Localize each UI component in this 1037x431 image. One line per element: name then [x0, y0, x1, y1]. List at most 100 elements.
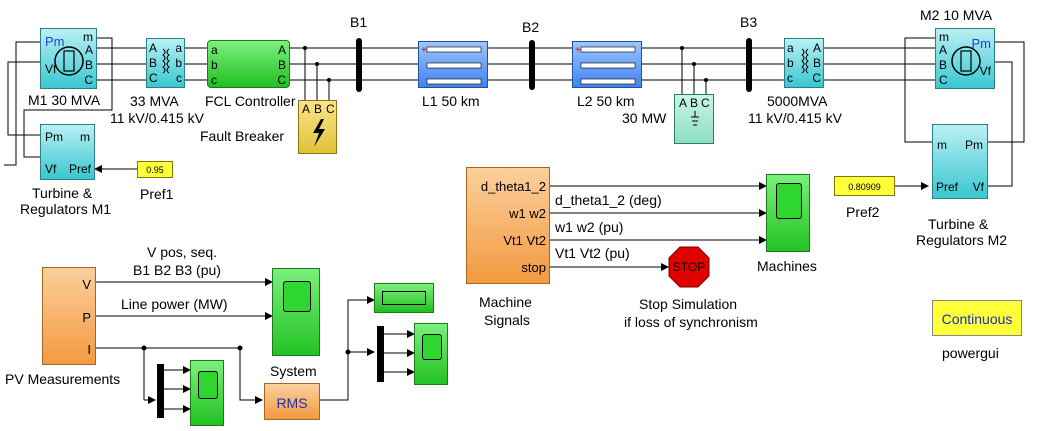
system-scope-label: System — [270, 363, 317, 379]
t1-port-b-out: b — [175, 56, 182, 70]
stop-sign-icon — [668, 246, 710, 288]
rms-display[interactable] — [374, 283, 434, 313]
m1-pm-port: Pm — [45, 34, 65, 49]
stop-block[interactable]: STOP — [668, 246, 710, 288]
machines-scope[interactable] — [766, 174, 810, 252]
m1-b-port: B — [84, 58, 93, 72]
tr2-pref-port: Pref — [936, 180, 959, 194]
generator-icon — [54, 46, 84, 76]
transformer-t2-voltage: 11 kV/0.415 kV — [748, 110, 842, 126]
load-port-b: B — [690, 96, 699, 110]
pref2-constant[interactable]: 0.80909 — [834, 176, 895, 196]
system-scope[interactable] — [272, 268, 320, 356]
bus-b2-label: B2 — [522, 19, 540, 35]
machine-signals-label-line1: Machine — [479, 294, 532, 310]
load-label: 30 MW — [622, 110, 667, 126]
svg-text:+: + — [421, 45, 427, 56]
turbine-m2-label-line1: Turbine & — [928, 216, 989, 232]
signal-label-vt: Vt1 Vt2 (pu) — [555, 245, 630, 261]
machine-m1[interactable]: Pm m A B C Vf — [40, 28, 97, 89]
m2-m-port: m — [939, 30, 949, 44]
load-port-c: C — [701, 96, 710, 110]
rms-scope[interactable] — [414, 323, 448, 385]
transformer-t1[interactable]: A B C a b c — [146, 38, 185, 88]
rms-label: RMS — [276, 395, 308, 411]
transformer-t2[interactable]: a b c A B C — [784, 38, 824, 88]
machine-signals-block[interactable]: d_theta1_2 w1 w2 Vt1 Vt2 stop — [466, 167, 550, 284]
pv-label-v2: B1 B2 B3 (pu) — [133, 262, 221, 278]
pref1-constant[interactable]: 0.95 — [137, 161, 173, 178]
turbine-regulators-m2[interactable]: m Pm Pref Vf — [932, 124, 988, 199]
load-30mw[interactable]: A B C — [674, 94, 714, 144]
tr1-m-port: m — [80, 130, 90, 144]
transformer-t1-rating: 33 MVA — [130, 93, 179, 109]
pv-label-p: Line power (MW) — [121, 296, 228, 312]
m2-c-port: C — [939, 73, 948, 87]
lightning-icon — [313, 119, 325, 147]
fcl-port-b-out: B — [277, 58, 286, 72]
pv-label-v1: V pos, seq. — [147, 244, 218, 260]
machine-m2[interactable]: m A B C Pm Vf — [935, 28, 995, 89]
pi-section-icon: + — [421, 45, 482, 85]
t1-port-a-out: a — [175, 41, 182, 55]
signal-label-dtheta: d_theta1_2 (deg) — [555, 192, 662, 208]
transformer-coil-icon — [801, 48, 809, 74]
turbine-m1-label-line1: Turbine & — [32, 185, 93, 201]
m2-pm-port: Pm — [971, 36, 992, 51]
bus-b1-label: B1 — [350, 14, 368, 30]
t2-port-a-out: A — [812, 41, 821, 55]
line-l2[interactable]: + — [572, 41, 642, 88]
pv-port-p: P — [82, 310, 91, 325]
powergui-button[interactable]: Continuous — [932, 300, 1022, 336]
turbine-m2-label-line2: Regulators M2 — [916, 232, 1008, 248]
t1-port-c-out: c — [176, 71, 182, 85]
bus-b3-label: B3 — [740, 14, 758, 30]
fcl-controller[interactable]: a b c A B C — [207, 40, 290, 88]
m2-b-port: B — [939, 58, 948, 72]
stop-label-line1: Stop Simulation — [639, 296, 738, 312]
m2-a-port: A — [939, 43, 948, 57]
pv-measurements-label: PV Measurements — [5, 371, 121, 387]
current-scope[interactable] — [190, 360, 224, 426]
mux-2[interactable] — [377, 326, 384, 382]
display-screen — [382, 291, 426, 305]
fault-port-c: C — [326, 102, 335, 116]
turbine-regulators-m1[interactable]: Pm m Vf Pref — [40, 124, 95, 180]
pv-measurements-block[interactable]: V P I — [42, 267, 96, 365]
tr2-m-port: m — [937, 138, 947, 152]
t2-port-b-out: B — [812, 56, 821, 70]
fcl-port-c-in: c — [211, 73, 217, 87]
rms-block[interactable]: RMS — [264, 383, 320, 420]
machine-m1-label: M1 30 MVA — [28, 92, 101, 108]
svg-text:+: + — [575, 45, 581, 56]
mux-1[interactable] — [157, 364, 164, 418]
bus-b1[interactable] — [356, 38, 362, 92]
tr2-vf-port: Vf — [972, 180, 984, 194]
line-l1[interactable]: + — [418, 41, 488, 88]
fcl-port-b-in: b — [211, 58, 218, 72]
pv-port-i: I — [87, 342, 91, 357]
transformer-t1-voltage: 11 kV/0.415 kV — [110, 110, 204, 126]
bus-b2[interactable] — [529, 40, 535, 90]
rlc-load-icon — [691, 111, 699, 126]
fault-breaker[interactable]: A B C — [298, 100, 337, 154]
line-l1-label: L1 50 km — [422, 93, 480, 109]
bus-b3[interactable] — [746, 38, 752, 92]
powergui-mode: Continuous — [941, 311, 1013, 327]
tr2-pm-port: Pm — [965, 138, 983, 152]
m1-a-port: A — [84, 43, 93, 57]
ms-port-vt: Vt1 Vt2 — [503, 233, 546, 248]
t1-port-c-in: C — [149, 71, 158, 85]
transformer-t2-rating: 5000MVA — [767, 93, 828, 109]
pv-port-v: V — [82, 277, 91, 292]
fcl-controller-label: FCL Controller — [205, 93, 296, 109]
pref2-value: 0.80909 — [848, 182, 881, 192]
ms-port-dtheta: d_theta1_2 — [480, 179, 546, 194]
stop-text: STOP — [672, 260, 706, 274]
pref1-label: Pref1 — [140, 186, 174, 202]
machines-scope-label: Machines — [757, 258, 817, 274]
fcl-port-a-in: a — [211, 43, 218, 57]
t2-port-c-in: c — [787, 71, 793, 85]
